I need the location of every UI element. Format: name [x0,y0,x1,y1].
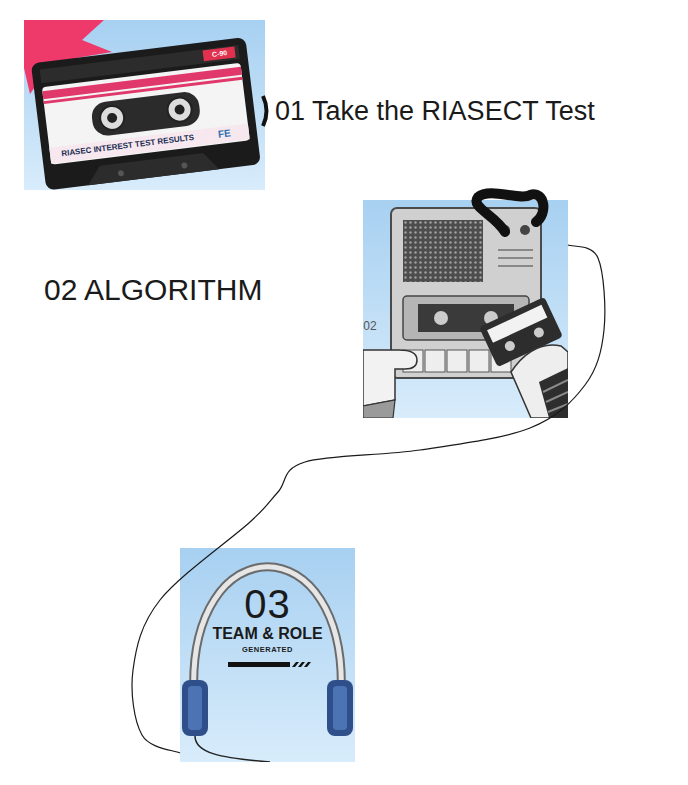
step-heading: 02 ALGORITHM [44,273,262,308]
headphone-title: TEAM & ROLE [212,626,322,642]
cassette-label-text: RIASEC INTEREST TEST RESULTS [59,132,197,159]
cassette-illustration [24,20,265,190]
headphone-cable [132,245,605,753]
plug-cable [476,193,543,232]
device-number: 02 [363,320,376,332]
headphone-subtitle: GENERATED [242,646,293,654]
player-illustration [363,200,568,418]
headphones-illustration [180,548,355,762]
cassette-tile: 01 Take the RIASECT TestRIASEC INTEREST … [24,20,265,190]
step-heading: 01 Take the RIASECT Test [275,96,595,127]
step-number: 03 [244,584,291,624]
tape-side: FE [217,129,231,140]
player-tile: 02 ALGORITHM [363,200,568,418]
tape-length: C-90 [211,49,227,58]
headphones-tile: 03TEAM & ROLE GENERATED [180,548,355,762]
edge-fragment [263,96,267,126]
